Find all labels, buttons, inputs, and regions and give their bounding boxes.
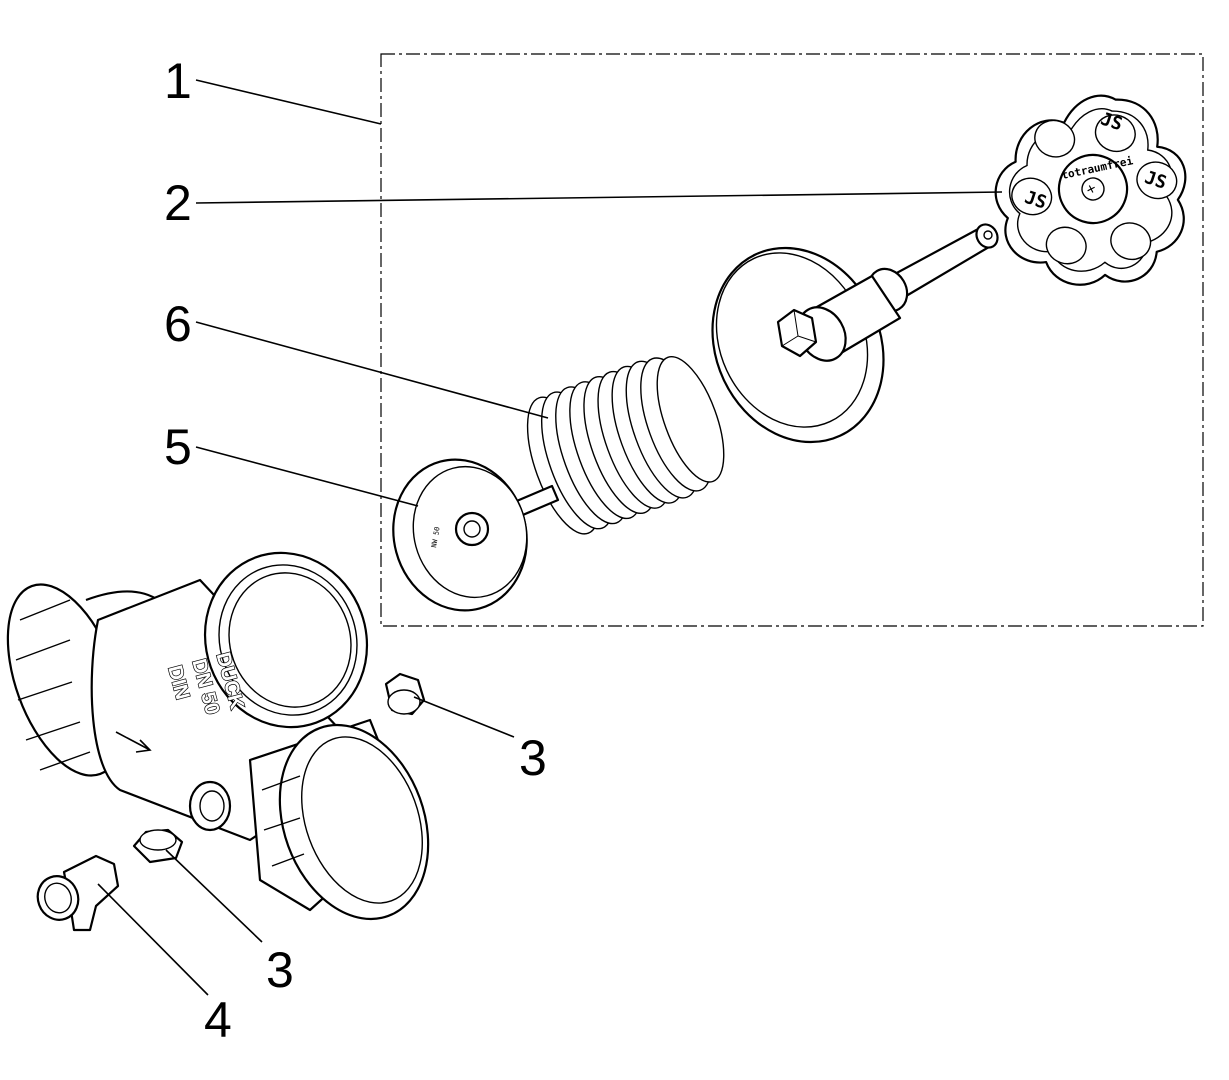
plug-upper (384, 672, 426, 716)
leader-6 (195, 321, 549, 419)
plug-lower (132, 828, 184, 864)
callout-4: 4 (204, 992, 232, 1048)
spring (526, 355, 725, 535)
spindle-assembly (711, 223, 999, 444)
leader-5 (195, 446, 419, 507)
handwheel: × JS JS JS totraumfrei (994, 94, 1187, 286)
disc-marking: NW 50 (430, 526, 442, 548)
assembly-boundary (380, 53, 1204, 627)
callout-5: 5 (164, 419, 192, 475)
callout-6: 6 (164, 296, 192, 352)
leader-4 (97, 883, 209, 996)
valve-disc: NW 50 (392, 458, 560, 612)
callout-1: 1 (164, 53, 192, 109)
callout-3-upper: 3 (519, 730, 547, 786)
callout-3-lower: 3 (266, 942, 294, 998)
leader-3b (165, 849, 263, 943)
leader-3a (413, 696, 515, 738)
valve-body: DUCK DN 50 DIN (6, 551, 430, 921)
leader-2 (195, 191, 1003, 204)
callout-2: 2 (164, 175, 192, 231)
leader-1 (195, 79, 382, 125)
drain-fitting (36, 854, 120, 932)
